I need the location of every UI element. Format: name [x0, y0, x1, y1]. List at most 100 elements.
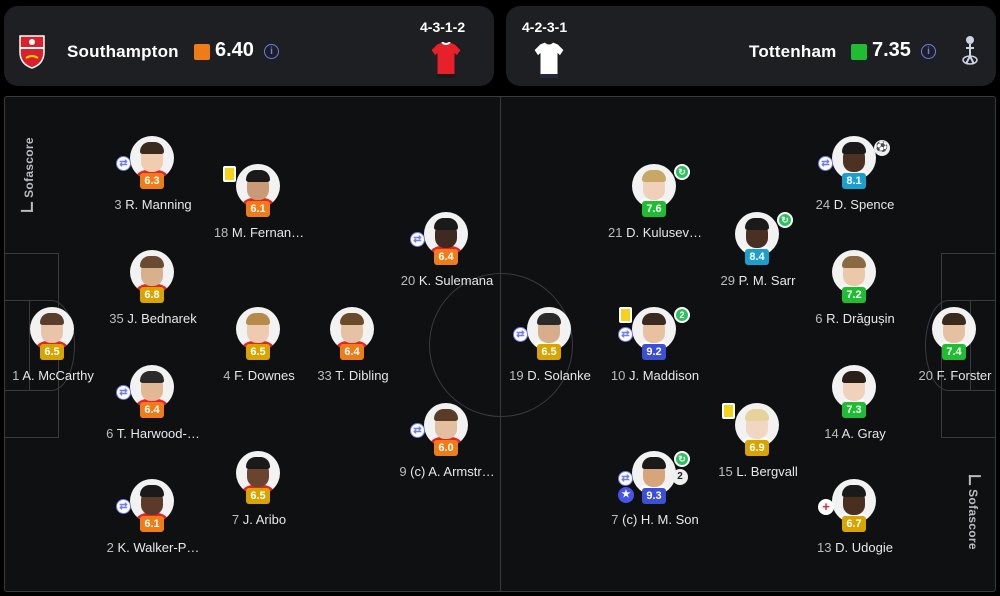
- player-name[interactable]: 20 K. Sulemana: [382, 273, 512, 288]
- player-photo: [236, 164, 280, 208]
- away-kit-icon: [534, 42, 564, 78]
- substitution-icon: ⇄: [618, 327, 633, 342]
- player-rating: 6.9: [745, 440, 769, 456]
- player-card[interactable]: 6.8 35 J. Bednarek: [88, 250, 218, 360]
- substitution-icon: ⇄: [116, 499, 131, 514]
- player-name[interactable]: 7 (c) H. M. Son: [590, 512, 720, 527]
- player-number: 35: [109, 311, 124, 326]
- home-team-card[interactable]: Southampton 6.40 i 4-3-1-2: [4, 6, 494, 86]
- injury-icon: +: [818, 499, 834, 515]
- player-name[interactable]: 21 D. Kulusev…: [590, 225, 720, 240]
- home-info-icon[interactable]: i: [264, 44, 279, 59]
- player-name[interactable]: 18 M. Fernan…: [194, 225, 324, 240]
- player-number: 24: [815, 197, 831, 212]
- player-name[interactable]: 33 T. Dibling: [288, 368, 418, 383]
- away-team-name[interactable]: Tottenham: [749, 42, 837, 61]
- player-name[interactable]: 6 R. Drăgușin: [790, 311, 920, 326]
- player-name[interactable]: 20 F. Forster: [890, 368, 1000, 383]
- player-rating: 6.5: [537, 344, 561, 360]
- player-number: 21: [608, 225, 623, 240]
- player-number: 3: [114, 197, 122, 212]
- player-name-text: J. Aribo: [242, 512, 287, 527]
- player-rating: 7.3: [842, 402, 866, 418]
- substitution-icon: ⇄: [116, 156, 131, 171]
- player-name-text: D. Udogie: [835, 540, 893, 555]
- player-number: 4: [223, 368, 231, 383]
- player-name-text: T. Harwood-…: [116, 426, 200, 441]
- player-name[interactable]: 35 J. Bednarek: [88, 311, 218, 326]
- home-team-name[interactable]: Southampton: [67, 42, 179, 61]
- player-name[interactable]: 6 T. Harwood-…: [88, 426, 218, 441]
- player-rating: 8.4: [745, 249, 769, 265]
- player-name[interactable]: 24 D. Spence: [790, 197, 920, 212]
- player-name[interactable]: 9 (c) A. Armstr…: [382, 464, 512, 479]
- tottenham-crest-icon: [962, 36, 978, 65]
- player-name[interactable]: 13 D. Udogie: [790, 540, 920, 555]
- sofascore-watermark-right: Sofascore: [966, 475, 982, 550]
- southampton-crest-icon: [19, 35, 45, 69]
- player-name-text: T. Dibling: [335, 368, 389, 383]
- player-rating: 8.1: [842, 173, 866, 189]
- yellow-card-icon: [619, 307, 632, 323]
- yellow-card-icon: [722, 403, 735, 419]
- player-name-text: R. Manning: [125, 197, 192, 212]
- player-photo: [424, 212, 468, 256]
- player-number: 9: [399, 464, 407, 479]
- player-name-text: J. Maddison: [629, 368, 700, 383]
- player-name[interactable]: 29 P. M. Sarr: [693, 273, 823, 288]
- star-icon: ★: [618, 487, 634, 503]
- player-name-text: P. M. Sarr: [738, 273, 796, 288]
- player-name-text: (c) A. Armstr…: [410, 464, 495, 479]
- player-name[interactable]: 1 A. McCarthy: [0, 368, 118, 383]
- center-circle: [429, 273, 573, 417]
- away-team-card[interactable]: 4-2-3-1 Tottenham 7.35 i: [506, 6, 996, 86]
- player-card[interactable]: 6.5 7 J. Aribo: [194, 451, 324, 561]
- player-name-text: R. Drăgușin: [826, 311, 895, 326]
- home-team-rating: 6.40: [215, 39, 254, 61]
- player-name[interactable]: 7 J. Aribo: [194, 512, 324, 527]
- player-rating: 6.5: [246, 488, 270, 504]
- player-name[interactable]: 3 R. Manning: [88, 197, 218, 212]
- player-number: 6: [106, 426, 114, 441]
- player-number: 19: [509, 368, 524, 383]
- home-penalty-arc: [28, 300, 75, 391]
- player-name[interactable]: 2 K. Walker-P…: [88, 540, 218, 555]
- player-name[interactable]: 19 D. Solanke: [485, 368, 615, 383]
- away-formation: 4-2-3-1: [522, 19, 568, 35]
- player-name[interactable]: 4 F. Downes: [194, 368, 324, 383]
- player-card[interactable]: 7.3 14 A. Gray: [790, 365, 920, 475]
- player-name-text: (c) H. M. Son: [622, 512, 699, 527]
- player-rating: 6.4: [434, 249, 458, 265]
- player-card[interactable]: 7.2 6 R. Drăgușin: [790, 250, 920, 360]
- player-number: 18: [213, 225, 229, 240]
- substitution-icon: ⇄: [410, 423, 425, 438]
- player-name[interactable]: 15 L. Bergvall: [693, 464, 823, 479]
- player-name[interactable]: 10 J. Maddison: [590, 368, 720, 383]
- player-number: 2: [106, 540, 114, 555]
- away-info-icon[interactable]: i: [921, 44, 936, 59]
- away-rating-color-box: [851, 44, 867, 60]
- player-name[interactable]: 14 A. Gray: [790, 426, 920, 441]
- player-rating: 6.8: [140, 287, 164, 303]
- player-rating: 7.2: [842, 287, 866, 303]
- player-name-text: D. Solanke: [527, 368, 591, 383]
- player-card[interactable]: 6.9 15 L. Bergvall: [693, 403, 823, 513]
- player-number: 15: [718, 464, 733, 479]
